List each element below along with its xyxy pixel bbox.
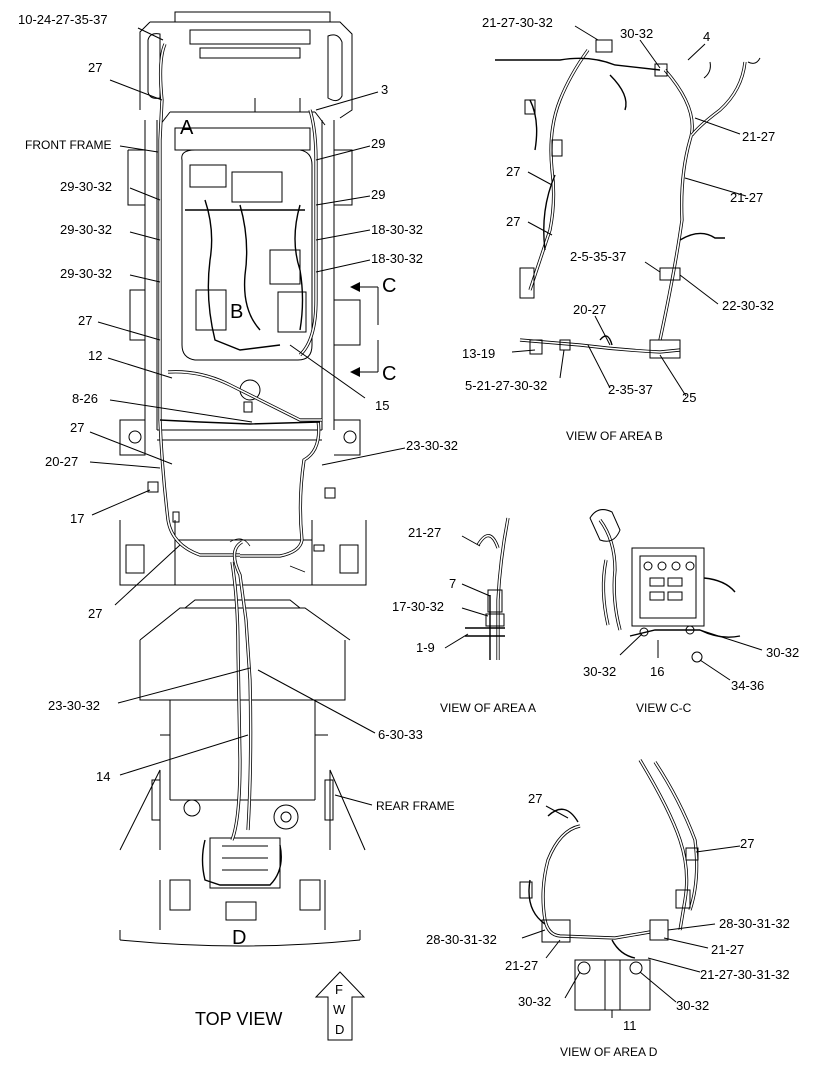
va-label-1-9: 1-9	[416, 640, 435, 655]
vd-label-11: 11	[623, 1018, 637, 1033]
vd-label-21-27-30-31-32: 21-27-30-31-32	[700, 967, 790, 982]
fwd-letters: F W D	[333, 982, 346, 1037]
view-area-b-drawing	[495, 25, 761, 397]
view-area-d-caption: VIEW OF AREA D	[560, 1045, 658, 1059]
vb-label-2-35-37: 2-35-37	[608, 382, 653, 397]
vc-label-30-32-b: 30-32	[766, 645, 799, 660]
label-14: 14	[96, 769, 110, 784]
vb-label-30-32: 30-32	[620, 26, 653, 41]
vb-label-5-21-27-30-32: 5-21-27-30-32	[465, 378, 547, 393]
view-area-a-drawing	[444, 517, 510, 660]
section-letter-c-top: C	[382, 275, 396, 297]
vb-label-4: 4	[703, 29, 710, 44]
vc-label-34-36: 34-36	[731, 678, 764, 693]
section-letter-c-bottom: C	[382, 363, 396, 385]
area-letter-d: D	[232, 927, 246, 949]
label-18-30-32-b: 18-30-32	[371, 251, 423, 266]
vd-label-21-27-b: 21-27	[711, 942, 744, 957]
area-letters: A B C C D	[180, 117, 396, 949]
view-b-labels: 21-27-30-32 30-32 4 21-27 27 21-27 27 2-…	[462, 15, 775, 443]
label-27-mid: 27	[78, 313, 92, 328]
vd-label-30-32-a: 30-32	[518, 994, 551, 1009]
view-area-d-drawing	[519, 759, 741, 1018]
label-29-a: 29	[371, 136, 385, 151]
label-17: 17	[70, 511, 84, 526]
label-23-30-32-a: 23-30-32	[406, 438, 458, 453]
label-27-low: 27	[70, 420, 84, 435]
fwd-letter-w: W	[333, 1002, 346, 1017]
view-d-labels: 27 27 28-30-31-32 28-30-31-32 21-27 21-2…	[426, 791, 790, 1059]
label-15: 15	[375, 398, 389, 413]
vc-label-30-32-a: 30-32	[583, 664, 616, 679]
vd-label-28-30-31-32-a: 28-30-31-32	[426, 932, 497, 947]
label-20-27: 20-27	[45, 454, 78, 469]
main-leader-lines	[89, 27, 406, 806]
vd-label-27-b: 27	[740, 836, 754, 851]
top-view-title: TOP VIEW	[195, 1009, 282, 1029]
label-29-30-32-a: 29-30-32	[60, 179, 112, 194]
view-a-labels: 21-27 7 17-30-32 1-9 VIEW OF AREA A	[392, 525, 536, 715]
vb-label-20-27: 20-27	[573, 302, 606, 317]
view-area-b-caption: VIEW OF AREA B	[566, 429, 663, 443]
vb-label-21-27-30-32: 21-27-30-32	[482, 15, 553, 30]
vd-label-28-30-31-32-b: 28-30-31-32	[719, 916, 790, 931]
vb-label-27-b: 27	[506, 214, 520, 229]
vb-label-13-19: 13-19	[462, 346, 495, 361]
vb-label-21-27-a: 21-27	[742, 129, 775, 144]
main-labels: 10-24-27-35-37 27 3 FRONT FRAME 29 29-30…	[18, 12, 458, 813]
vd-label-30-32-b: 30-32	[676, 998, 709, 1013]
machine-frame-outline	[119, 11, 367, 947]
label-18-30-32-a: 18-30-32	[371, 222, 423, 237]
vc-label-16: 16	[650, 664, 664, 679]
view-area-a-caption: VIEW OF AREA A	[440, 701, 536, 715]
view-cc-drawing	[589, 509, 763, 681]
vd-label-21-27-a: 21-27	[505, 958, 538, 973]
vb-label-21-27-b: 21-27	[730, 190, 763, 205]
va-label-17-30-32: 17-30-32	[392, 599, 444, 614]
wiring-harness-main	[147, 43, 336, 886]
label-3: 3	[381, 82, 388, 97]
label-6-30-33: 6-30-33	[378, 727, 423, 742]
vb-label-22-30-32: 22-30-32	[722, 298, 774, 313]
label-10-24-27-35-37: 10-24-27-35-37	[18, 12, 108, 27]
label-12: 12	[88, 348, 102, 363]
label-29-30-32-b: 29-30-32	[60, 222, 112, 237]
view-cc-labels: 30-32 16 30-32 34-36 VIEW C-C	[583, 645, 799, 715]
vb-label-2-5-35-37: 2-5-35-37	[570, 249, 626, 264]
fwd-letter-d: D	[335, 1022, 344, 1037]
label-29-30-32-c: 29-30-32	[60, 266, 112, 281]
label-27-bottom: 27	[88, 606, 102, 621]
forward-arrow	[314, 971, 366, 1041]
area-letter-a: A	[180, 117, 194, 139]
vb-label-25: 25	[682, 390, 696, 405]
label-front-frame: FRONT FRAME	[25, 138, 111, 152]
fwd-letter-f: F	[335, 982, 343, 997]
label-23-30-32-b: 23-30-32	[48, 698, 100, 713]
vd-label-27-a: 27	[528, 791, 542, 806]
view-cc-caption: VIEW C-C	[636, 701, 692, 715]
va-label-21-27: 21-27	[408, 525, 441, 540]
vb-label-27-a: 27	[506, 164, 520, 179]
section-cc-markers	[350, 282, 379, 377]
label-29-b: 29	[371, 187, 385, 202]
area-letter-b: B	[230, 301, 243, 323]
label-rear-frame: REAR FRAME	[376, 799, 455, 813]
label-27-top: 27	[88, 60, 102, 75]
va-label-7: 7	[449, 576, 456, 591]
label-8-26: 8-26	[72, 391, 98, 406]
